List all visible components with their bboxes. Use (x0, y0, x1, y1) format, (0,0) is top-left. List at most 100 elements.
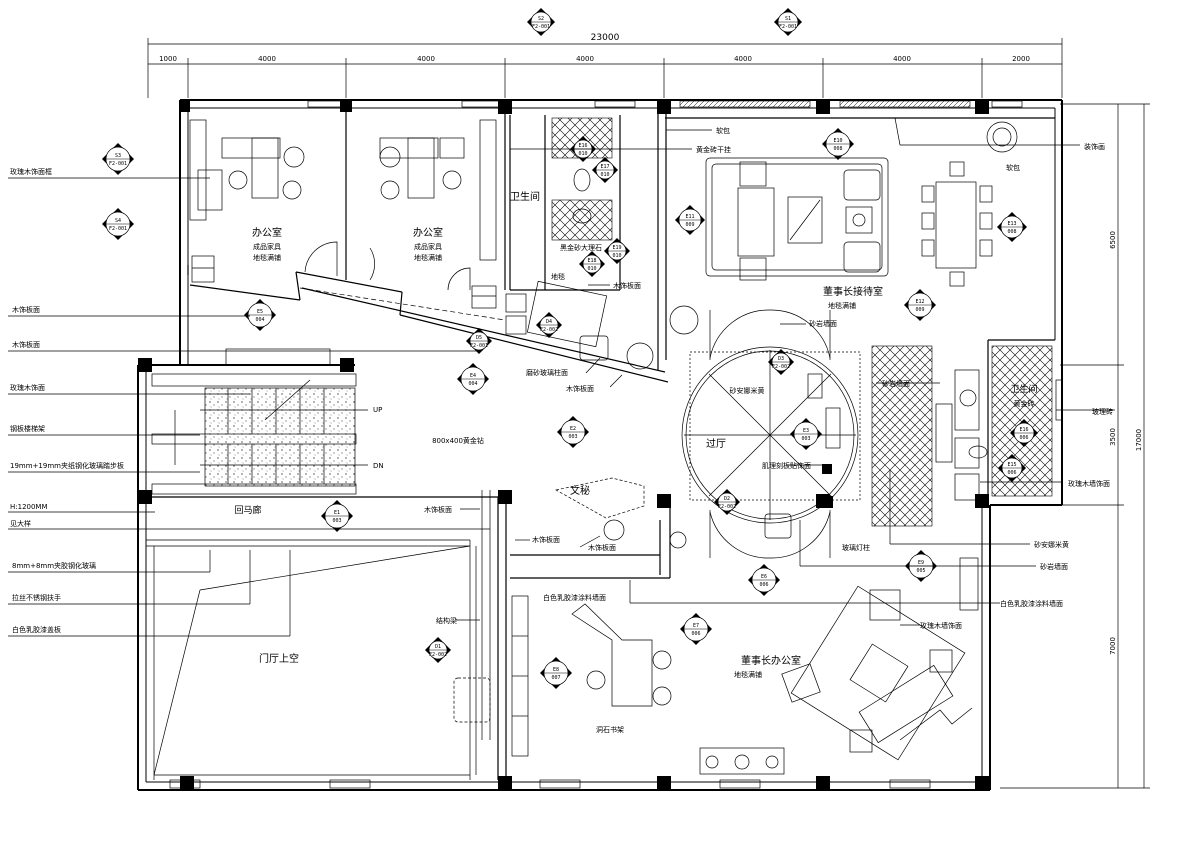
index-tag-bottom: 006 (1007, 470, 1016, 476)
room-secretary: 文秘 (570, 484, 590, 497)
inner-soft: 软包 (716, 126, 730, 135)
index-tag-bottom: F2-002 (718, 504, 736, 510)
index-tag-bottom: F2-002 (540, 327, 558, 333)
index-tag-bottom: 008 (1007, 229, 1016, 235)
room-toilet2-floor: 黄金砖 (1014, 399, 1035, 408)
index-tag-bottom: 009 (685, 222, 694, 228)
room-office1-furn: 成品家具 (253, 242, 281, 251)
stair-up: UP (373, 406, 382, 414)
dim-top-3: 4000 (576, 55, 594, 63)
index-tag-top: E9 (918, 560, 924, 566)
index-tag-top: E18 (587, 258, 596, 264)
hall-floor: 砂安娜米黄 (730, 386, 765, 395)
dim-top-5: 4000 (893, 55, 911, 63)
room-office2-furn: 成品家具 (414, 242, 442, 251)
label-right-0: 装饰画 (1084, 142, 1105, 151)
index-tag-top: E3 (803, 428, 809, 434)
room-office2-floor: 地毯满铺 (414, 253, 442, 262)
inner-wood-4: 木饰板面 (532, 535, 560, 544)
index-tag-bottom: 010 (578, 151, 587, 157)
chairman-office (453, 585, 973, 775)
index-tag-bottom: 010 (612, 253, 621, 259)
room-chairman-name: 董事长办公室 (741, 654, 801, 667)
index-tag-top: D3 (778, 356, 784, 362)
inner-rose-wall: 玫瑰木墙饰面 (920, 621, 962, 630)
room-chairman-floor: 地毯满铺 (734, 670, 762, 679)
inner-glass-pillar: 玻璃灯柱 (842, 543, 870, 552)
dim-top-1: 4000 (258, 55, 276, 63)
label-left-9: 拉丝不锈钢扶手 (12, 593, 61, 602)
label-right-3: 玫瑰木墙饰面 (1068, 479, 1110, 488)
room-labels: 办公室 成品家具 地毯满铺 办公室 成品家具 地毯满铺 卫生间 黑金砂大理石 地… (234, 190, 1037, 679)
label-left-1: 木饰板面 (12, 305, 40, 314)
index-tag-top: E17 (600, 164, 609, 170)
label-right-6: 白色乳胶漆涂料墙面 (1000, 599, 1063, 608)
staircase: UP DN (151, 348, 384, 495)
right-annotations: 装饰画 软包 玻理砖 玫瑰木墙饰面 砂安娜米黄 砂岩墙面 白色乳胶漆涂料墙面 (629, 117, 1115, 608)
index-tag-bottom: 007 (551, 675, 560, 681)
hall-tile: 800x400黄金钻 (432, 436, 484, 445)
index-tag-bottom: F2-002 (772, 364, 790, 370)
label-right-1: 软包 (1006, 163, 1020, 172)
room-hall: 过厅 (706, 437, 726, 450)
index-tag-top: S1 (785, 16, 791, 22)
dim-right-1: 3500 (1109, 428, 1117, 446)
index-tag-top: E16 (578, 143, 587, 149)
dim-top-4: 4000 (734, 55, 752, 63)
room-office1-floor: 地毯满铺 (253, 253, 281, 262)
index-tag-top: E5 (257, 309, 263, 315)
index-tag-top: E10 (833, 138, 842, 144)
label-left-3: 玫瑰木饰面 (10, 383, 45, 392)
label-left-7: 见大样 (10, 519, 31, 528)
label-right-2: 玻理砖 (1092, 407, 1113, 416)
hall (555, 309, 979, 611)
dim-top-6: 2000 (1012, 55, 1030, 63)
index-tag-top: E4 (470, 373, 476, 379)
label-left-6: H:1200MM (10, 503, 48, 511)
index-tag-top: S4 (115, 218, 121, 224)
index-tag-top: E1 (334, 510, 340, 516)
index-tag-top: E13 (1007, 221, 1016, 227)
index-tag-bottom: F2-001 (470, 343, 488, 349)
room-void: 门厅上空 (259, 652, 299, 665)
index-tag-bottom: 004 (255, 317, 264, 323)
inner-gold-brick: 黄金砖干挂 (696, 145, 731, 154)
index-tag-top: D4 (546, 319, 552, 325)
room-toilet2-name: 卫生间 (1010, 383, 1037, 395)
inner-wood-3: 木饰板面 (424, 505, 452, 514)
index-tag-bottom: 006 (1019, 435, 1028, 441)
inner-beam: 结构梁 (436, 616, 457, 625)
index-tag-top: D5 (476, 335, 482, 341)
index-tag-top: E8 (553, 667, 559, 673)
dim-right-0: 6500 (1109, 231, 1117, 249)
room-corridor: 回马廊 (234, 504, 261, 516)
office-furniture (189, 119, 497, 309)
label-left-2: 木饰板面 (12, 340, 40, 349)
index-tag-top: D2 (724, 496, 730, 502)
index-tag-bottom: 010 (600, 172, 609, 178)
index-tag-bottom: 005 (916, 568, 925, 574)
index-tag-top: E7 (693, 623, 699, 629)
inner-bookshelf: 洞石书架 (596, 725, 624, 734)
dim-top-0: 1000 (159, 55, 177, 63)
label-left-0: 玫瑰木饰面框 (10, 167, 52, 176)
index-tag-top: D1 (435, 644, 441, 650)
index-tag-bottom: 006 (691, 631, 700, 637)
index-tag-bottom: F2-002 (429, 652, 447, 658)
inner-frosted: 磨砂玻璃柱面 (526, 368, 568, 377)
index-tag-bottom: 008 (833, 146, 842, 152)
index-tag-top: E16 (1019, 427, 1028, 433)
